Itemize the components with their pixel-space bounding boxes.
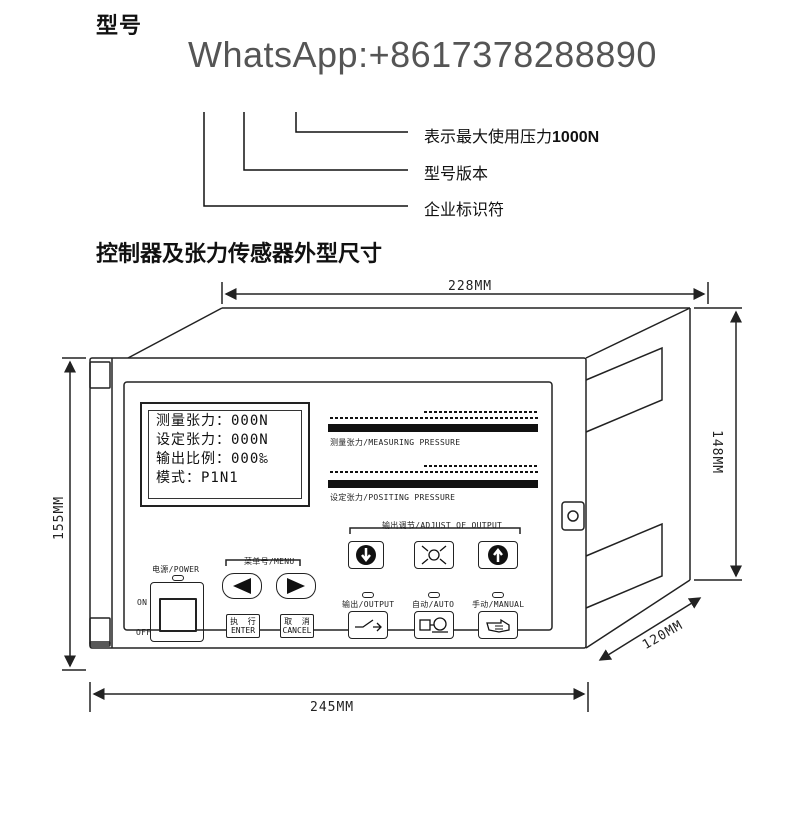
callout-company-id: 企业标识符 <box>424 200 505 219</box>
adjust-output-label: 输出调节/ADJUST OF OUTPUT <box>382 521 503 530</box>
lcd-output-ratio: 输出比例：000‰ <box>156 451 269 467</box>
enter-button-label: 执 行 ENTER <box>230 617 256 635</box>
measuring-pressure-label: 测量张力/MEASURING PRESSURE <box>330 438 461 447</box>
auto-label: 自动/AUTO <box>412 600 455 609</box>
down-icon <box>356 545 376 565</box>
lcd-measuring-tension: 测量张力：000N <box>156 413 269 429</box>
adjust-up-button[interactable] <box>478 541 518 569</box>
manual-button[interactable] <box>478 611 518 639</box>
enter-button[interactable]: 执 行 ENTER <box>226 614 260 638</box>
model-label: 型号 <box>96 14 143 39</box>
output-led <box>362 592 374 598</box>
dim-depth-top: 228MM <box>448 279 493 294</box>
menu-label: 菜单号/MENU <box>244 557 295 566</box>
auto-led <box>428 592 440 598</box>
output-switch-icon <box>355 619 382 632</box>
lcd-display: 测量张力：000N 设定张力：000N 输出比例：000‰ 模式：P1N1 <box>140 402 310 507</box>
lcd-mode: 模式：P1N1 <box>156 470 239 486</box>
dim-height-left: 155MM <box>52 495 67 540</box>
section-title: 控制器及张力传感器外型尺寸 <box>96 242 383 267</box>
adjust-down-button[interactable] <box>348 541 384 569</box>
dim-width-bottom: 245MM <box>310 700 355 715</box>
hand-icon <box>486 618 510 633</box>
callout-max-pressure: 表示最大使用压力1000N <box>424 127 600 146</box>
lcd-frame <box>148 410 302 499</box>
manual-led <box>492 592 504 598</box>
auto-button[interactable] <box>414 611 454 639</box>
power-on-label: ON <box>137 598 148 607</box>
menu-left-button[interactable] <box>222 573 262 599</box>
left-arrow-icon <box>233 578 251 594</box>
callout-lines <box>203 112 408 207</box>
lcd-set-tension: 设定张力：000N <box>156 432 269 448</box>
dim-height-right: 148MM <box>709 430 724 475</box>
bargraph-ticks <box>330 411 538 473</box>
power-label: 电源/POWER <box>152 565 200 574</box>
power-off-label: OFF <box>136 628 152 637</box>
auto-adjust-icon <box>421 545 447 565</box>
up-icon <box>488 545 508 565</box>
cancel-button-label: 取 消 CANCEL <box>282 617 312 635</box>
measuring-bargraph <box>328 424 538 432</box>
positing-bargraph <box>328 480 538 488</box>
adjust-auto-button[interactable] <box>414 541 454 569</box>
callout-model-version: 型号版本 <box>424 164 489 183</box>
positing-pressure-label: 设定张力/POSITING PRESSURE <box>330 493 456 502</box>
cancel-button[interactable]: 取 消 CANCEL <box>280 614 314 638</box>
auto-mode-icon <box>419 617 448 633</box>
menu-right-button[interactable] <box>276 573 316 599</box>
right-arrow-icon <box>287 578 305 594</box>
watermark: WhatsApp:+8617378288890 <box>188 34 657 75</box>
output-button[interactable] <box>348 611 388 639</box>
output-label: 输出/OUTPUT <box>342 600 395 609</box>
manual-label: 手动/MANUAL <box>472 600 525 609</box>
power-switch-housing <box>150 582 204 642</box>
power-led <box>172 575 184 581</box>
power-switch[interactable] <box>159 598 197 632</box>
